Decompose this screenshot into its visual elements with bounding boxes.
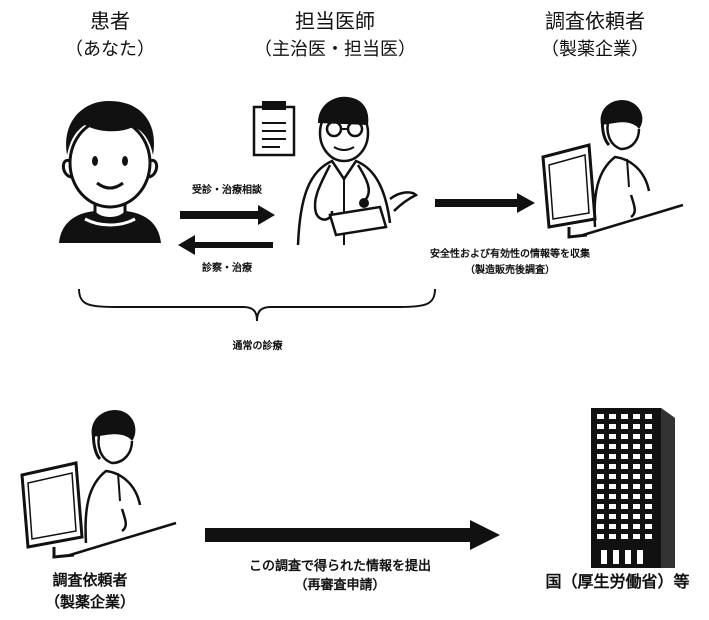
building-window	[633, 454, 640, 459]
doctor-subtitle: （主治医・担当医）	[254, 39, 416, 60]
building-window	[645, 474, 652, 479]
building-window	[597, 494, 604, 499]
building-window	[609, 504, 616, 509]
sponsor-subtitle: （製薬企業）	[541, 39, 649, 60]
collect-arrow	[435, 193, 535, 213]
building-window	[621, 534, 628, 539]
bottom-sponsor-subtitle: （製薬企業）	[44, 593, 135, 611]
building-window	[645, 454, 652, 459]
researcher-icon	[541, 99, 684, 239]
treat-label: 診察・治療	[202, 263, 252, 274]
building-window	[609, 494, 616, 499]
building-window	[621, 474, 628, 479]
building-window	[621, 514, 628, 519]
building-window	[633, 414, 640, 419]
building-window	[597, 444, 604, 449]
building-window	[645, 464, 652, 469]
building-window	[621, 434, 628, 439]
submit-label-2: （再審査申請）	[294, 578, 386, 593]
building-window	[597, 484, 604, 489]
patient-subtitle: （あなた）	[65, 39, 155, 60]
government-label: 国（厚生労働省）等	[545, 572, 690, 591]
building-window	[633, 514, 640, 519]
building-window	[609, 534, 616, 539]
building-window	[597, 414, 604, 419]
building-window	[645, 414, 652, 419]
building-window	[597, 474, 604, 479]
building-window	[645, 494, 652, 499]
collect-label-2: （製造販売後調査）	[465, 265, 555, 276]
building-window	[645, 524, 652, 529]
building-window	[621, 524, 628, 529]
building-window	[609, 514, 616, 519]
building-window	[633, 484, 640, 489]
consult-arrow	[180, 205, 275, 225]
building-window	[633, 434, 640, 439]
building-window	[609, 414, 616, 419]
building-window	[633, 444, 640, 449]
patient-title: 患者	[90, 9, 130, 33]
submit-label-1: この調査で得られた情報を提出	[248, 559, 431, 574]
building-window	[609, 434, 616, 439]
doctor-icon	[252, 96, 419, 246]
building-window	[633, 424, 640, 429]
building-window	[621, 484, 628, 489]
bottom-sponsor-title: 調査依頼者	[52, 571, 128, 589]
building-window	[597, 454, 604, 459]
building-window	[633, 504, 640, 509]
building-window	[633, 494, 640, 499]
normal-care-brace	[78, 288, 436, 322]
collect-label-1: 安全性および有効性の情報等を収集	[430, 249, 590, 260]
sponsor-title: 調査依頼者	[545, 9, 645, 33]
building-icon	[591, 408, 675, 568]
building-window	[633, 464, 640, 469]
submit-arrow	[205, 520, 500, 550]
building-window	[645, 444, 652, 449]
building-window	[597, 504, 604, 509]
building-window	[621, 444, 628, 449]
building-window	[609, 454, 616, 459]
building-window	[597, 464, 604, 469]
building-window	[609, 484, 616, 489]
building-window	[645, 484, 652, 489]
building-window	[597, 524, 604, 529]
patient-icon	[59, 100, 161, 243]
building-window	[597, 434, 604, 439]
building-window	[633, 524, 640, 529]
building-window	[597, 424, 604, 429]
building-window	[645, 514, 652, 519]
building-window	[597, 514, 604, 519]
building-window	[645, 424, 652, 429]
building-window	[609, 444, 616, 449]
building-window	[609, 424, 616, 429]
building-window	[621, 424, 628, 429]
building-window	[633, 534, 640, 539]
treat-arrow	[178, 235, 273, 255]
building-window	[621, 504, 628, 509]
building-window	[645, 534, 652, 539]
building-window	[597, 534, 604, 539]
building-window	[645, 434, 652, 439]
doctor-title: 担当医師	[295, 9, 375, 33]
building-window	[609, 464, 616, 469]
building-window	[621, 454, 628, 459]
building-window	[645, 504, 652, 509]
building-window	[609, 524, 616, 529]
building-window	[621, 414, 628, 419]
building-window	[633, 474, 640, 479]
building-window	[609, 474, 616, 479]
normal-care-label: 通常の診療	[232, 341, 283, 352]
researcher-icon	[20, 410, 177, 559]
building-window	[621, 464, 628, 469]
consult-label: 受診・治療相談	[192, 185, 262, 196]
building-window	[621, 494, 628, 499]
